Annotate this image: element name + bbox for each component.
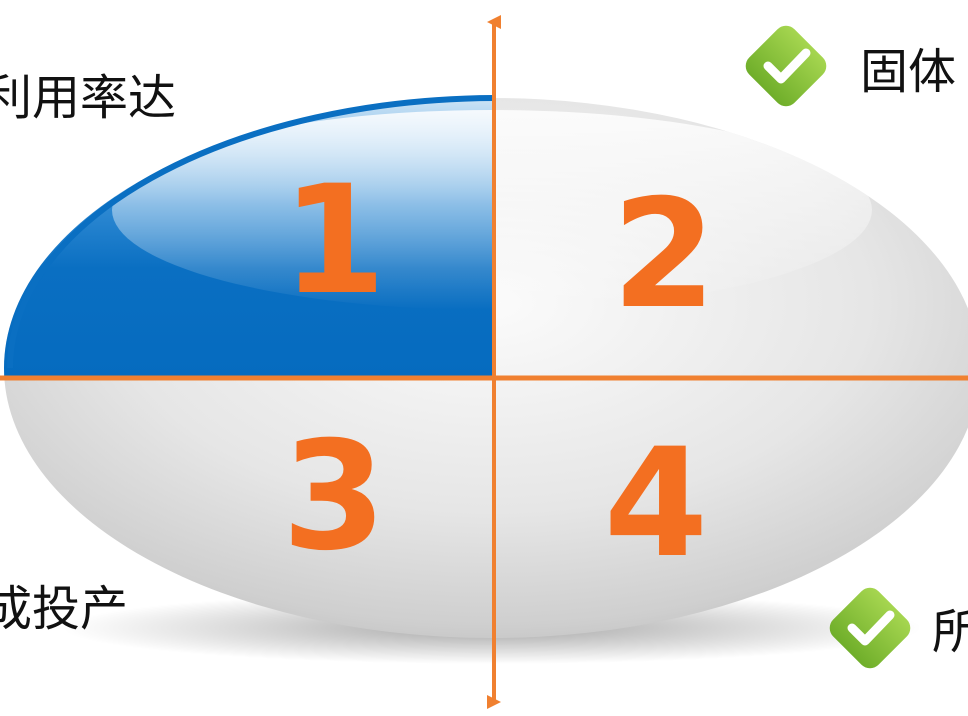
quadrant-1-rim — [7, 95, 495, 369]
quadrant-2-number: 2 — [612, 168, 716, 342]
label-top-left: 利用率达 — [0, 70, 176, 126]
quadrant-1-number: 1 — [282, 154, 386, 328]
check-diamond-icon — [829, 587, 911, 669]
check-diamond-icon — [745, 25, 827, 107]
label-bottom-right: 所 — [932, 604, 968, 660]
quadrant-4-number: 4 — [604, 417, 708, 591]
label-bottom-left: 成投产 — [0, 581, 128, 637]
quadrant-3-number: 3 — [282, 410, 386, 584]
label-top-right: 固体 — [860, 44, 956, 100]
